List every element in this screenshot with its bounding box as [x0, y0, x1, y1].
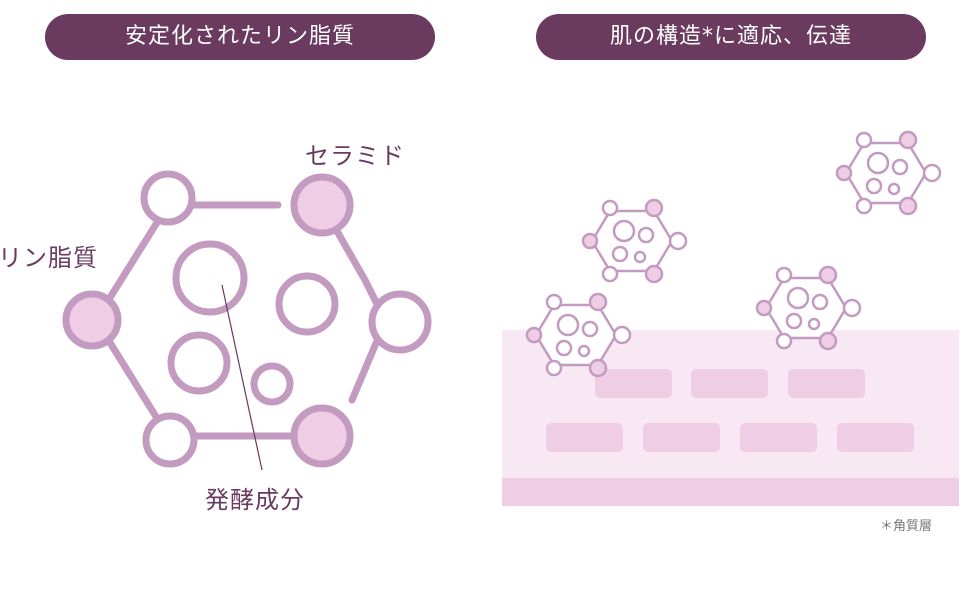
label-fermentation: 発酵成分 — [205, 486, 305, 514]
right-panel-title: 肌の構造*に適応、伝達 — [536, 14, 926, 60]
footnote: ＊角質層 — [880, 519, 933, 534]
mini-molecule — [835, 130, 942, 216]
brick — [643, 423, 720, 452]
inner-circle — [167, 331, 231, 395]
layer-base — [502, 478, 959, 506]
brick — [595, 369, 672, 398]
brick — [788, 369, 865, 398]
molecule-diagram — [62, 170, 432, 468]
inner-circle-large — [172, 240, 248, 316]
corner-circle-ceramide — [290, 173, 354, 237]
left-panel-title: 安定化されたリン脂質 — [45, 14, 435, 60]
corner-circle-top-left — [140, 170, 196, 226]
brick — [691, 369, 768, 398]
inner-circle-small — [250, 362, 294, 406]
inner-circle — [275, 272, 339, 336]
label-phospholipid: リン脂質 — [0, 244, 98, 272]
mini-molecule — [581, 198, 688, 284]
corner-circle-right — [368, 290, 432, 354]
brick — [740, 423, 817, 452]
corner-circle-bottom-left — [142, 412, 198, 468]
skin-layer — [502, 330, 959, 506]
hexagon-frame — [91, 201, 389, 440]
corner-circle-bottom-right — [290, 404, 354, 468]
corner-circle-phospholipid — [62, 290, 122, 350]
label-ceramide: セラミド — [305, 142, 405, 170]
brick — [546, 423, 623, 452]
brick — [837, 423, 914, 452]
leader-line — [221, 284, 263, 471]
